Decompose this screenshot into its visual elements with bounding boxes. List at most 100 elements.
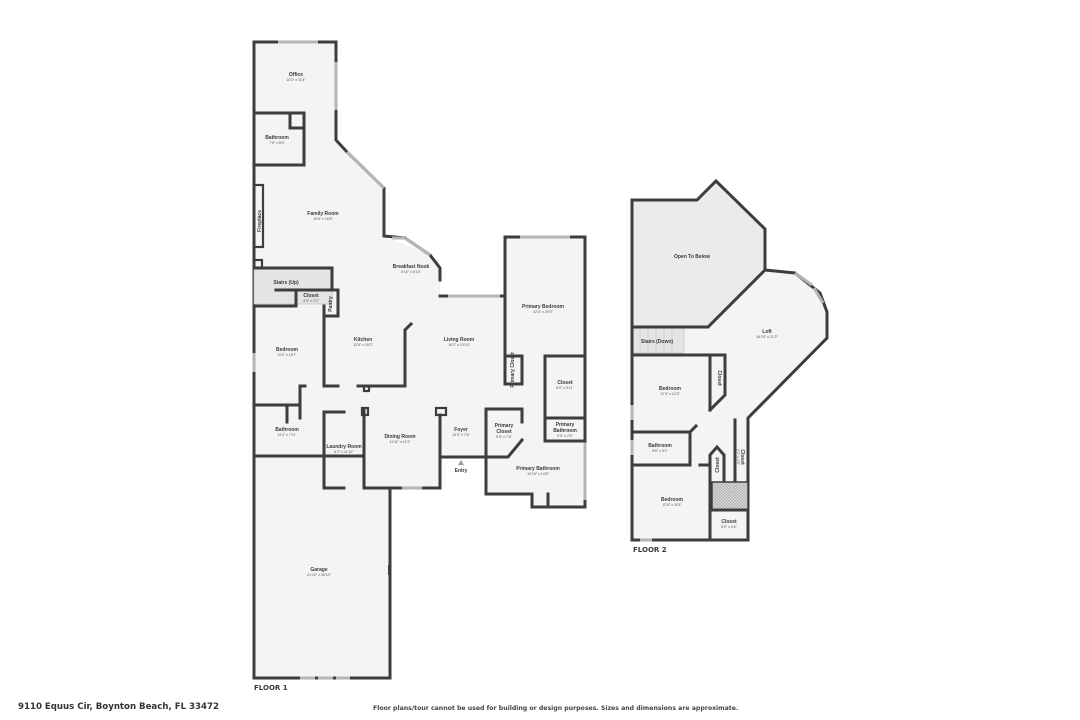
room-dimensions: 2'1" x 4'8" [736, 449, 740, 465]
room-label: Closet [496, 429, 512, 435]
room-label: Open To Below [674, 254, 710, 260]
fireplace [252, 183, 265, 249]
interior-wall [543, 416, 587, 443]
room-dimensions: 11'11" x 11'3" [390, 440, 412, 444]
room-label: Bathroom [265, 135, 289, 141]
room-dimensions: 21'10" x 35'10" [307, 573, 331, 577]
room-label: Stairs (Down) [641, 339, 674, 345]
floor-2-label: FLOOR 2 [633, 546, 667, 554]
room-label: Kitchen [354, 337, 372, 343]
interior-wall [252, 288, 298, 308]
room-label: Bathroom [553, 428, 577, 434]
garage-wall-detail [388, 565, 391, 575]
room-label: Primary Closet [510, 352, 516, 388]
room-dimensions: 10'3" x 11'4" [286, 78, 306, 82]
window [404, 236, 431, 257]
room-label: Pantry [328, 296, 334, 312]
room-dimensions: 12'3" x 12'3" [660, 392, 680, 396]
interior-wall [484, 437, 525, 459]
room-label: Dining Room [384, 434, 416, 440]
room-label: Foyer [454, 427, 468, 433]
interior-wall [322, 410, 346, 490]
disclaimer: Floor plans/tour cannot be used for buil… [373, 705, 739, 712]
room-label: Laundry Room [326, 444, 362, 450]
room-label: Bedroom [659, 386, 682, 392]
room-label: Primary [495, 423, 514, 429]
room-label: Family Room [307, 211, 339, 217]
room-dimensions: 12'4" x 29'5" [533, 310, 553, 314]
room-label: Office [289, 72, 303, 78]
room-label: Stairs (Up) [273, 280, 299, 286]
exterior-wall [334, 40, 442, 282]
room-label: Closet [739, 449, 745, 465]
entry-arrow-icon [458, 460, 464, 465]
column [362, 384, 371, 393]
room-label: Bathroom [648, 443, 672, 449]
room-label: Bedroom [276, 347, 299, 353]
room-dimensions: 6'0" x 9'11" [556, 386, 574, 390]
floor-1-label: FLOOR 1 [254, 684, 288, 692]
interior-wall [630, 353, 727, 413]
room-dimensions: 16'3" x 13'10" [448, 343, 470, 347]
room-label: Closet [716, 370, 722, 386]
room-dimensions: 11'3" x 7'11" [277, 433, 297, 437]
room-label: Primary Bedroom [522, 304, 565, 310]
room-dimensions: 11'3" x 15'7" [277, 353, 297, 357]
floor-1-plan [252, 40, 587, 680]
interior-wall [252, 384, 307, 407]
room-dimensions: 6'2" x 11'10" [334, 450, 354, 454]
interior-wall [252, 266, 334, 292]
room-dimensions: 12'8" x 11'8" [662, 503, 682, 507]
window [345, 150, 386, 190]
interior-wall [503, 354, 524, 386]
room-dimensions: 10'10" x 14'8" [527, 472, 549, 476]
room-dimensions: 5'9" x 7'6" [496, 435, 512, 439]
room-dimensions: 19'6" x 16'6" [313, 217, 333, 221]
room-dimensions: 6'0" x 2'5" [557, 434, 573, 438]
room-label: Garage [310, 567, 327, 573]
room-label: Fireplace [257, 210, 263, 232]
open-to-below-fill [632, 181, 765, 327]
floor-1-labels: Office 10'3" x 11'4" Bathroom 7'9" x 8'0… [257, 72, 577, 577]
room-dimensions: 12'8" x 15'3" [353, 343, 373, 347]
column [360, 406, 370, 417]
interior-wall [484, 407, 524, 459]
interior-wall [630, 267, 768, 329]
floor-2-labels: Open To Below Stairs (Down) Loft 16'10" … [641, 254, 779, 529]
floor-1-fill [254, 42, 585, 678]
mechanical-chase [711, 481, 749, 511]
stairs-down [631, 326, 685, 354]
interior-wall [543, 354, 587, 420]
room-label: Closet [721, 519, 737, 525]
window [794, 271, 813, 287]
room-dimensions: 5'5" x 4'6" [721, 525, 737, 529]
interior-wall [288, 111, 306, 130]
room-label: Closet [557, 380, 573, 386]
room-label: Breakfast Nook [393, 264, 430, 270]
room-label: Living Room [444, 337, 475, 343]
room-dimensions: 10'3" x 7'6" [452, 433, 470, 437]
property-address: 9110 Equus Cir, Boynton Beach, FL 33472 [18, 702, 219, 712]
room-label: Primary Bathroom [516, 466, 560, 472]
room-label: Loft [762, 329, 772, 335]
room-label: Entry [455, 468, 468, 474]
room-label: Closet [303, 293, 319, 299]
interior-wall [708, 444, 726, 542]
room-label: Primary [556, 422, 575, 428]
stairs-up [253, 267, 333, 305]
room-dimensions: 4'4" x 2'2" [303, 299, 319, 303]
exterior-wall [630, 178, 829, 542]
floor-2-plan [630, 178, 829, 542]
interior-wall [322, 304, 340, 388]
room-dimensions: 16'10" x 21'2" [756, 335, 778, 339]
room-dimensions: 8'8" x 5'1" [652, 449, 668, 453]
interior-wall [356, 321, 414, 388]
room-label: Bathroom [275, 427, 299, 433]
room-dimensions: 7'9" x 8'0" [269, 141, 285, 145]
room-label: Bedroom [661, 497, 684, 503]
room-label: Closet [715, 457, 721, 473]
room-dimensions: 8'10" x 8'10" [401, 270, 421, 274]
interior-wall [630, 430, 692, 467]
window [812, 287, 825, 304]
